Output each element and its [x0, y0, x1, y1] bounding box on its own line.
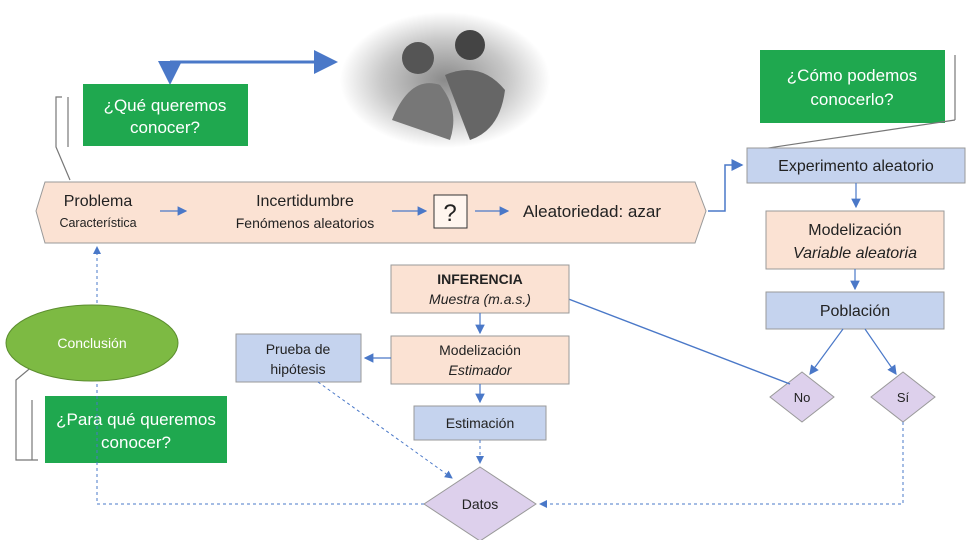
experimento-box: Experimento aleatorio	[746, 147, 966, 184]
svg-text:hipótesis: hipótesis	[270, 361, 325, 377]
svg-text:conocerlo?: conocerlo?	[810, 90, 893, 109]
question-why-bracket	[15, 359, 41, 461]
people-photo	[340, 12, 550, 148]
svg-text:conocer?: conocer?	[130, 118, 200, 137]
svg-text:Sí: Sí	[897, 390, 910, 405]
svg-text:Estimación: Estimación	[446, 415, 514, 431]
svg-text:Prueba de: Prueba de	[266, 341, 331, 357]
svg-text:Datos: Datos	[462, 496, 499, 512]
question-mark-icon: ?	[433, 194, 468, 229]
question-how-box: ¿Cómo podemos conocerlo?	[760, 50, 945, 123]
question-how-bracket	[754, 55, 956, 151]
si-diamond: Sí	[870, 371, 936, 423]
banner-problema: Problema	[64, 193, 133, 210]
banner-fenomenos: Fenómenos aleatorios	[236, 215, 375, 231]
poblacion-box: Población	[765, 291, 945, 330]
svg-text:?: ?	[443, 200, 456, 227]
photo-link-arrow	[158, 50, 338, 85]
svg-text:Variable aleatoria: Variable aleatoria	[793, 245, 917, 262]
no-diamond: No	[769, 371, 835, 423]
question-what-bracket	[55, 96, 71, 181]
question-what-box: ¿Qué queremos conocer?	[83, 84, 248, 146]
datos-diamond: Datos	[423, 466, 537, 542]
banner-incertidumbre: Incertidumbre	[256, 193, 354, 210]
svg-text:Población: Población	[820, 303, 890, 320]
banner-to-experiment-arrow	[708, 159, 744, 212]
problem-banner: Problema Característica Incertidumbre Fe…	[35, 181, 707, 244]
prueba-hipotesis-box: Prueba de hipótesis	[235, 333, 362, 383]
svg-text:INFERENCIA: INFERENCIA	[437, 271, 523, 287]
conclusion-oval: Conclusión	[5, 304, 179, 382]
estimacion-box: Estimación	[413, 405, 547, 441]
question-why-box: ¿Para qué queremos conocer?	[45, 396, 227, 463]
svg-text:¿Qué queremos: ¿Qué queremos	[104, 96, 227, 115]
arrow-pob-no	[809, 328, 844, 375]
svg-text:Conclusión: Conclusión	[57, 335, 126, 351]
banner-caracteristica: Característica	[59, 216, 136, 230]
svg-text:Experimento aleatorio: Experimento aleatorio	[778, 158, 934, 175]
svg-text:No: No	[794, 390, 811, 405]
modelizacion-va-box: Modelización Variable aleatoria	[765, 210, 945, 270]
arrow-pob-si	[864, 328, 897, 375]
svg-text:conocer?: conocer?	[101, 433, 171, 452]
svg-text:Modelización: Modelización	[808, 222, 901, 239]
svg-text:Estimador: Estimador	[448, 362, 512, 378]
modelizacion-estimador-box: Modelización Estimador	[390, 335, 570, 385]
arrow-no-inferencia	[543, 288, 791, 385]
banner-aleatoriedad: Aleatoriedad: azar	[523, 202, 661, 221]
svg-text:¿Cómo podemos: ¿Cómo podemos	[787, 66, 917, 85]
arrow-si-datos	[539, 422, 904, 508]
svg-text:¿Para qué queremos: ¿Para qué queremos	[56, 410, 216, 429]
svg-text:Muestra (m.a.s.): Muestra (m.a.s.)	[429, 291, 531, 307]
svg-text:Modelización: Modelización	[439, 342, 521, 358]
inferencia-box: INFERENCIA Muestra (m.a.s.)	[390, 264, 570, 314]
